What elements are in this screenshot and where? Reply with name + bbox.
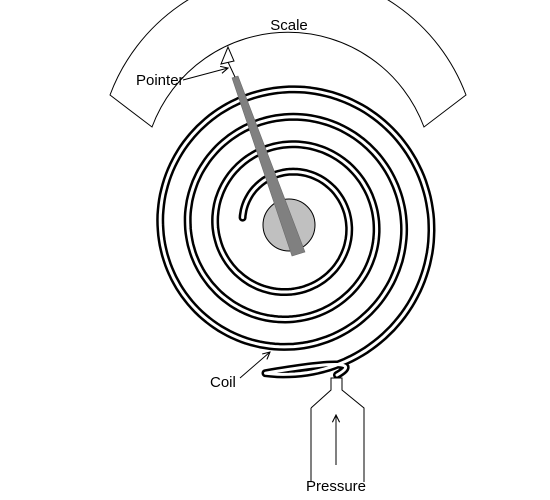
pressure-label: Pressure	[306, 478, 366, 495]
scale-arc	[109, 0, 467, 128]
coil-tube-bore	[158, 87, 433, 377]
coil-label: Coil	[210, 374, 236, 391]
pointer-leader	[182, 68, 228, 81]
coil-leader	[239, 352, 270, 379]
scale-label: Scale	[270, 17, 308, 34]
pointer-label: Pointer	[136, 72, 184, 89]
pressure-inlet	[310, 377, 365, 482]
pointer-needle	[231, 75, 306, 257]
pointer-arrowhead	[220, 45, 235, 65]
pointer-tip-line	[227, 61, 236, 78]
